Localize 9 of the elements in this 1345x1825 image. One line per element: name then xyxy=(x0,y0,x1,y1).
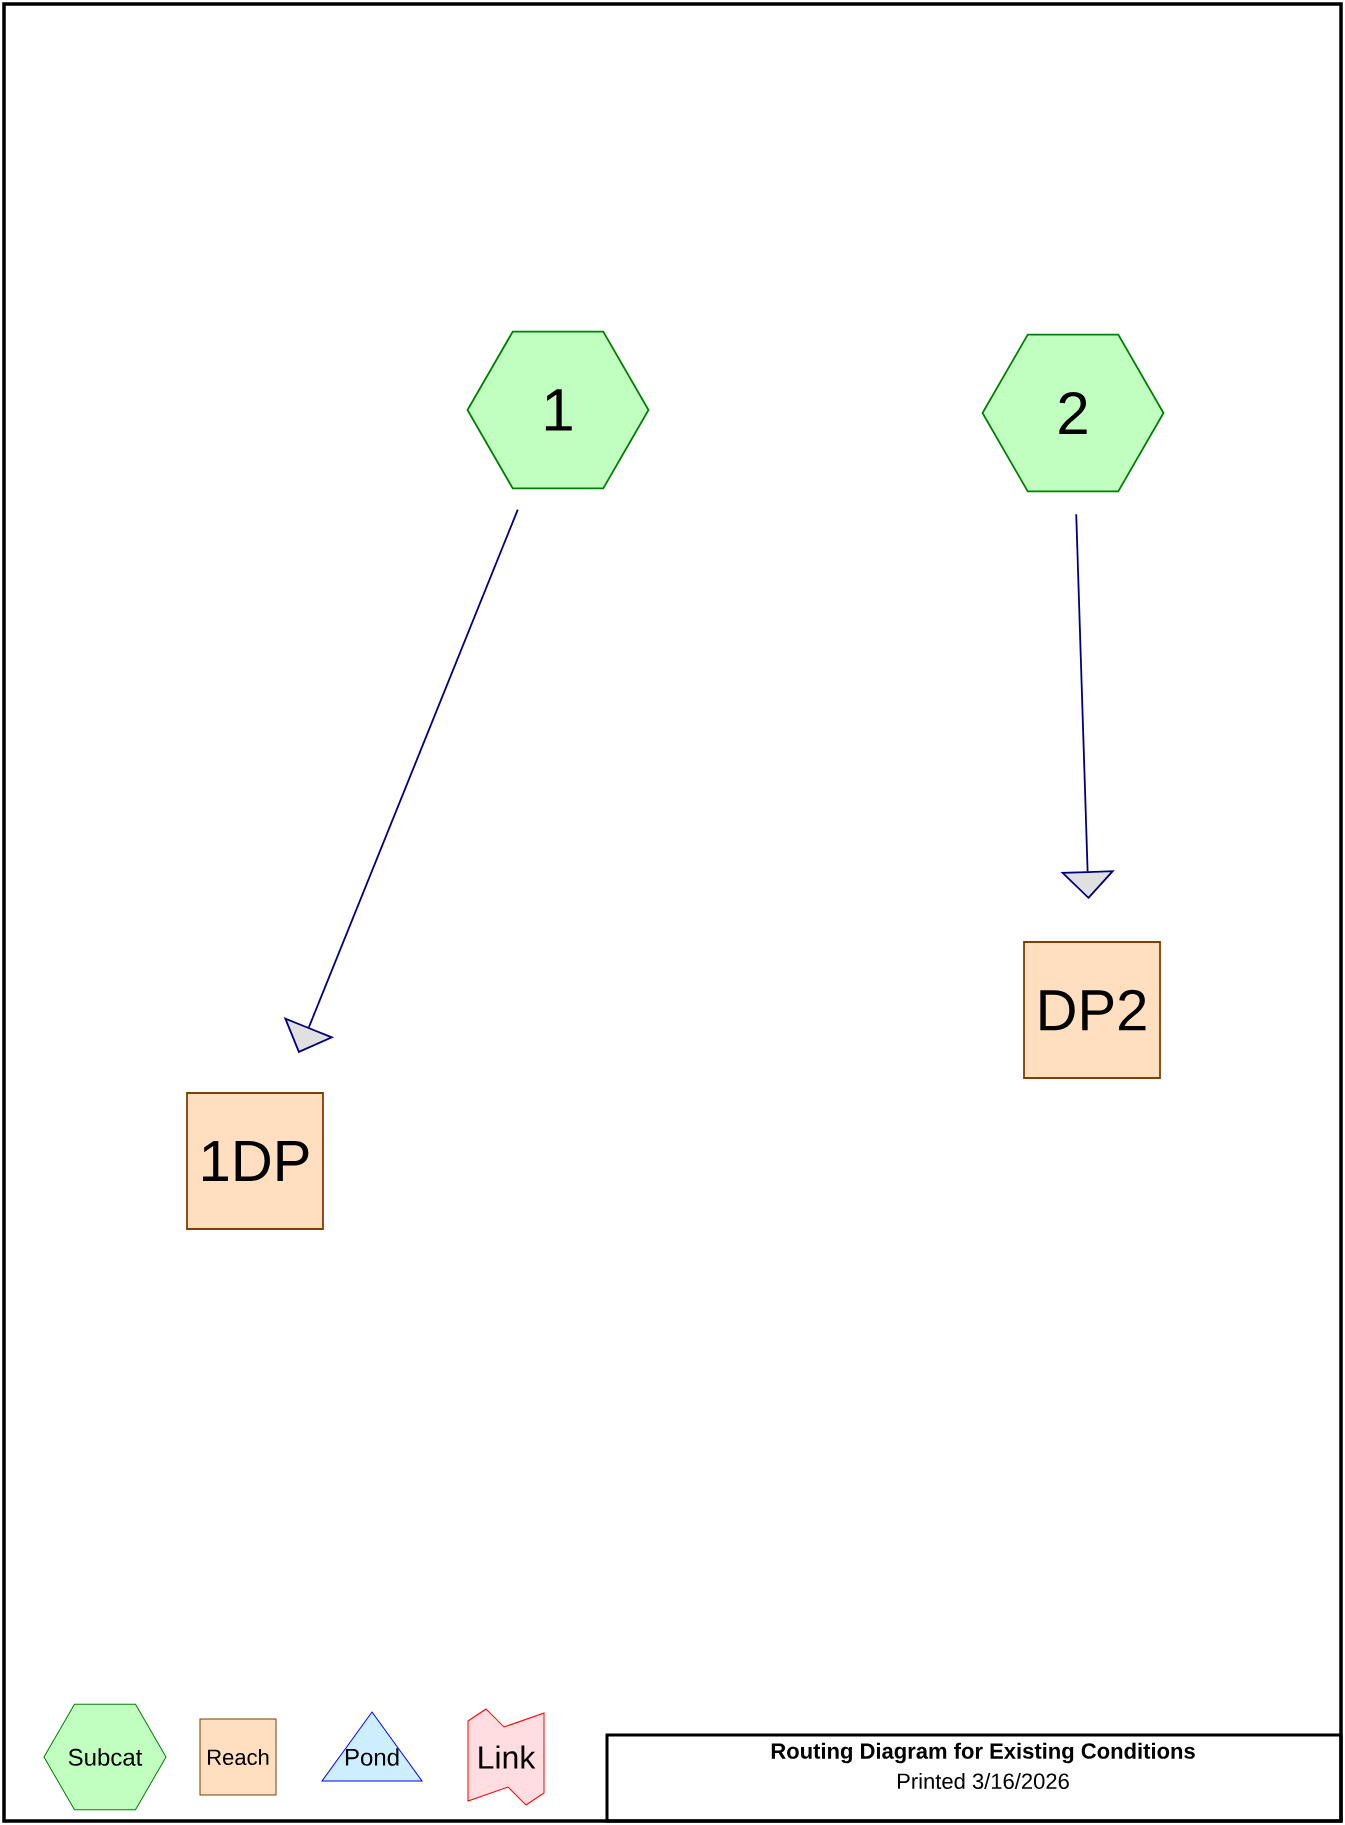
reach-box: 1DP xyxy=(186,1092,324,1230)
legend-square: Reach xyxy=(199,1718,277,1796)
subcatchment-hexagon: 2 xyxy=(981,333,1165,493)
legend-triangle: Pond xyxy=(321,1711,423,1782)
subcatchment-hexagon: 1 xyxy=(466,330,650,490)
print-date: Printed 3/16/2026 xyxy=(897,1772,1069,1790)
reach-box: DP2 xyxy=(1023,941,1161,1079)
title-text: Routing Diagram for Existing Conditions xyxy=(771,1742,1195,1764)
legend-hexagon: Subcat xyxy=(43,1703,167,1811)
